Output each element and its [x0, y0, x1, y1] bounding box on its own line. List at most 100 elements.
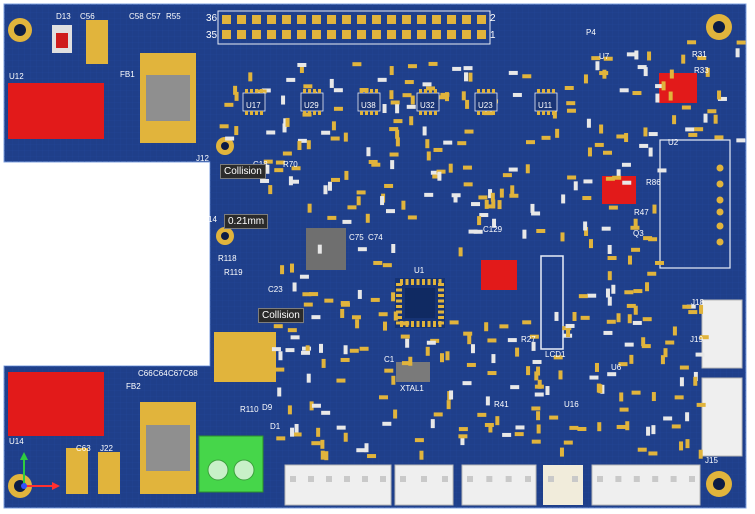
smd-component [637, 447, 647, 452]
power-module-u12[interactable] [8, 83, 104, 139]
silk-label: U23 [478, 101, 493, 110]
smd-component [409, 116, 414, 126]
connector-jst-2[interactable] [394, 464, 454, 506]
cap-c56[interactable] [86, 20, 108, 64]
smd-component [688, 310, 698, 315]
ic-pin [308, 89, 311, 93]
cap-j22[interactable] [98, 452, 120, 494]
inductor-center[interactable] [306, 228, 346, 270]
connector-jst-side-2[interactable] [701, 377, 743, 457]
smd-component [299, 64, 304, 74]
smd-component [463, 331, 473, 336]
smd-component [619, 407, 629, 412]
smd-component [631, 390, 641, 395]
smd-component [682, 304, 692, 309]
smd-component [599, 124, 604, 134]
smd-component [271, 347, 281, 352]
pin-header-p[interactable] [217, 10, 491, 45]
ic-pin [487, 111, 490, 115]
smd-component [465, 99, 470, 109]
smd-component [405, 338, 410, 348]
smd-component [364, 443, 369, 453]
connector-pin [652, 476, 659, 482]
drc-clearance-marker[interactable]: 0.21mm [224, 214, 269, 229]
smd-component [463, 182, 473, 187]
smd-component [384, 368, 394, 373]
smd-component [393, 311, 398, 321]
screw-terminal[interactable] [198, 435, 264, 493]
smd-component [602, 150, 612, 155]
smd-component [319, 343, 323, 353]
smd-component [559, 447, 564, 457]
smd-component [685, 127, 695, 132]
inductor-fb1[interactable] [140, 53, 196, 143]
mcu-u1[interactable] [395, 278, 445, 328]
smd-component [471, 202, 481, 207]
module-u2[interactable] [659, 139, 731, 269]
connector-pin [326, 476, 332, 482]
power-module-u14[interactable] [8, 372, 104, 436]
lcd-connector[interactable] [540, 255, 564, 350]
smd-component [713, 114, 718, 124]
smd-component [512, 92, 522, 97]
smd-component [273, 324, 283, 329]
drc-collision-marker[interactable]: Collision [220, 164, 266, 179]
smd-component [714, 135, 724, 140]
smd-component [651, 425, 656, 435]
smd-component [629, 354, 634, 364]
smd-component [452, 66, 462, 71]
inductor-fb2[interactable] [140, 402, 196, 494]
chip-hot-3[interactable] [481, 260, 517, 290]
smd-component [671, 424, 681, 429]
cap-c63[interactable] [66, 448, 88, 494]
ic-pin [477, 89, 480, 93]
header-pin [417, 30, 426, 39]
smd-component [368, 159, 378, 164]
connector-jst-1[interactable] [284, 464, 392, 506]
mcu-pin [427, 279, 431, 285]
connector-jst-4[interactable] [543, 465, 583, 505]
ic-pin [318, 111, 321, 115]
smd-component [607, 256, 617, 261]
connector-pin [689, 476, 695, 482]
smd-component [422, 126, 427, 136]
smd-component [449, 390, 454, 400]
ic-package [357, 92, 381, 112]
ic-pin [375, 89, 378, 93]
silk-label: U16 [564, 400, 579, 409]
smd-component [699, 304, 704, 314]
smd-component [377, 77, 387, 82]
ic-pin [245, 89, 248, 93]
smd-component [359, 346, 369, 351]
smd-component [385, 209, 395, 214]
connector-pin [597, 476, 603, 482]
connector-jst-5[interactable] [591, 464, 701, 506]
smd-component [366, 147, 371, 157]
silk-label: D1 [270, 422, 281, 431]
connector-jst-3[interactable] [461, 464, 537, 506]
silk-label: C74 [368, 233, 383, 242]
smd-component [515, 425, 525, 430]
mcu-pin [438, 279, 442, 285]
connector-pin [486, 476, 493, 482]
ic-pin [492, 111, 495, 115]
drc-collision-marker[interactable]: Collision [258, 308, 304, 323]
smd-component [303, 302, 313, 307]
smd-component [663, 416, 673, 421]
smd-component [491, 199, 496, 209]
silk-label: 35 [206, 30, 218, 41]
crystal-xtal1[interactable] [396, 362, 430, 382]
connector-jst-side-1[interactable] [701, 299, 743, 369]
smd-component [672, 115, 677, 125]
connector-pin [344, 476, 350, 482]
mounting-hole [216, 227, 234, 245]
silk-label: J15 [705, 456, 718, 465]
smd-component [425, 139, 430, 149]
smd-component [611, 284, 616, 294]
smd-component [406, 104, 416, 109]
header-pin [267, 30, 276, 39]
smd-component [619, 392, 624, 402]
header-pin [252, 30, 261, 39]
smd-component [736, 40, 746, 45]
